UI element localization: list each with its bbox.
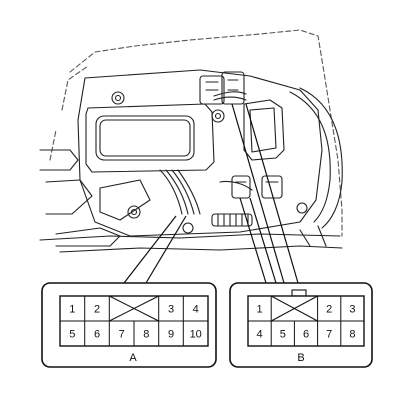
- harness: [219, 180, 253, 191]
- leader-a: [123, 215, 187, 284]
- pin-label: 6: [94, 329, 100, 341]
- harness: [213, 91, 247, 97]
- pin-label: 6: [303, 329, 309, 341]
- pin-label: 5: [280, 329, 286, 341]
- bolt: [214, 112, 222, 120]
- connector-a-plug: [199, 71, 245, 105]
- pin-label: 7: [326, 329, 332, 341]
- phantom-outline-inner: [49, 65, 89, 161]
- pin-label: 9: [168, 329, 174, 341]
- module-housing: [77, 69, 323, 237]
- ecm-plate: [95, 115, 195, 161]
- pin-label: 10: [190, 329, 202, 341]
- connector-b-label: B: [297, 352, 304, 364]
- leader-b-lower: [239, 197, 277, 284]
- leader-lines: [123, 103, 299, 284]
- pin-label: 5: [69, 329, 75, 341]
- pin-label: 3: [349, 304, 355, 316]
- engine-bay-illustration: [39, 29, 343, 253]
- bolt: [182, 222, 194, 234]
- connector-b-lock-tab: [291, 289, 307, 297]
- frame-rail: [39, 233, 341, 241]
- ecm-plate-inner: [99, 119, 191, 157]
- harness: [213, 96, 247, 101]
- frame-rail: [299, 225, 327, 247]
- pin-label: 4: [193, 304, 199, 316]
- connector-b-view: 1 2 3 4 5 6 7 8 B: [229, 282, 373, 368]
- bracket: [39, 149, 79, 171]
- connector-b-plug: [231, 175, 283, 199]
- harness: [177, 169, 201, 215]
- harness: [165, 169, 189, 215]
- pin-label: 4: [257, 329, 263, 341]
- pin-label: 1: [69, 304, 75, 316]
- pipe: [289, 91, 331, 223]
- frame-rail: [59, 245, 343, 253]
- bracket: [45, 179, 93, 215]
- ecm-body: [85, 103, 215, 173]
- bolt: [211, 109, 225, 123]
- bolt: [111, 91, 125, 105]
- pin-label: 3: [168, 304, 174, 316]
- pin-label: 2: [326, 304, 332, 316]
- harness: [159, 169, 183, 215]
- pin-label: 2: [94, 304, 100, 316]
- connector-a-label: A: [129, 352, 137, 364]
- harness: [171, 169, 195, 215]
- pipe: [299, 87, 343, 229]
- phantom-outline: [69, 29, 343, 237]
- connector-a-view: 1 2 3 4 5 6 7 8 9 10 A: [41, 282, 217, 368]
- bolt: [296, 202, 308, 214]
- pin-label: 8: [143, 329, 149, 341]
- bracket: [99, 179, 151, 221]
- corrugated-tube: [211, 213, 253, 227]
- pin-label: 7: [119, 329, 125, 341]
- pin-label: 1: [257, 304, 263, 316]
- leader-b: [231, 103, 299, 284]
- bolt: [127, 205, 141, 219]
- bolt: [114, 94, 122, 102]
- pin-label: 8: [349, 329, 355, 341]
